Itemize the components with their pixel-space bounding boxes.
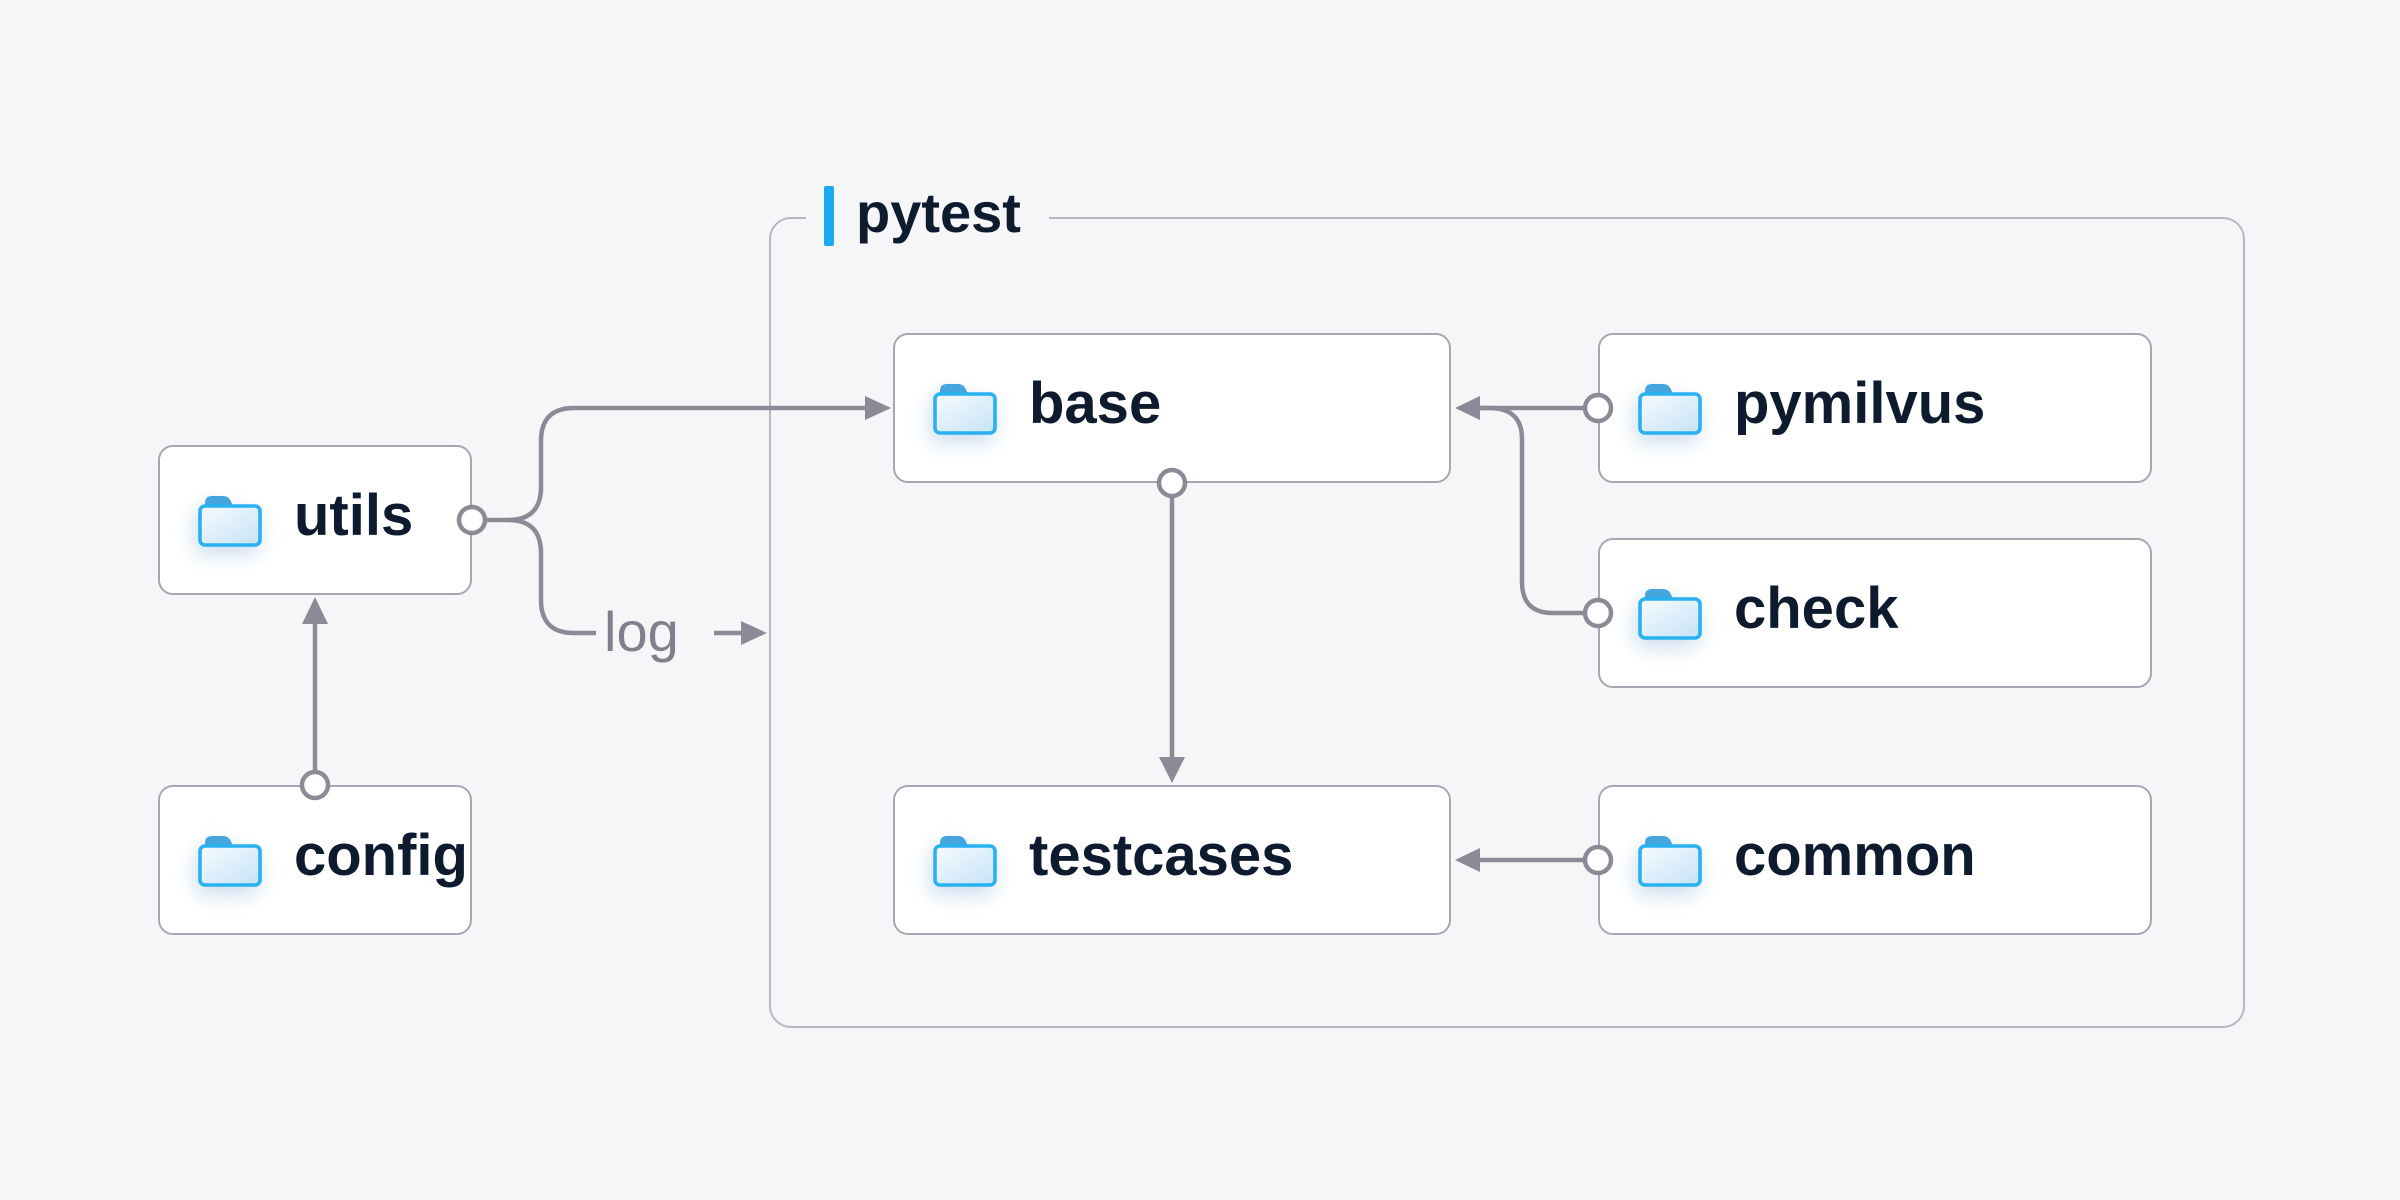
node-label: pymilvus xyxy=(1734,371,1986,436)
folder-icon xyxy=(198,494,262,547)
edge-config-to-utils xyxy=(299,597,331,801)
folder-icon xyxy=(1638,382,1702,435)
pytest-group-title: pytest xyxy=(856,181,1021,244)
node-label: check xyxy=(1734,576,1899,641)
node-testcases: testcases xyxy=(893,785,1451,935)
folder-icon xyxy=(1638,834,1702,887)
node-check: check xyxy=(1598,538,2152,688)
blue-accent-bar xyxy=(824,186,834,246)
node-label: utils xyxy=(294,483,414,548)
pytest-group-label: pytest xyxy=(806,184,1049,248)
node-label: testcases xyxy=(1029,823,1294,888)
node-config: config xyxy=(158,785,472,935)
edge-label-log: log xyxy=(604,600,679,663)
node-label: common xyxy=(1734,823,1976,888)
node-utils: utils xyxy=(158,445,472,595)
node-label: base xyxy=(1029,371,1162,436)
node-pymilvus: pymilvus xyxy=(1598,333,2152,483)
folder-icon xyxy=(1638,587,1702,640)
node-common: common xyxy=(1598,785,2152,935)
folder-icon xyxy=(933,382,997,435)
node-label: config xyxy=(294,823,468,888)
pytest-group-container xyxy=(769,217,2245,1028)
folder-icon xyxy=(198,834,262,887)
folder-icon xyxy=(933,834,997,887)
node-base: base xyxy=(893,333,1451,483)
